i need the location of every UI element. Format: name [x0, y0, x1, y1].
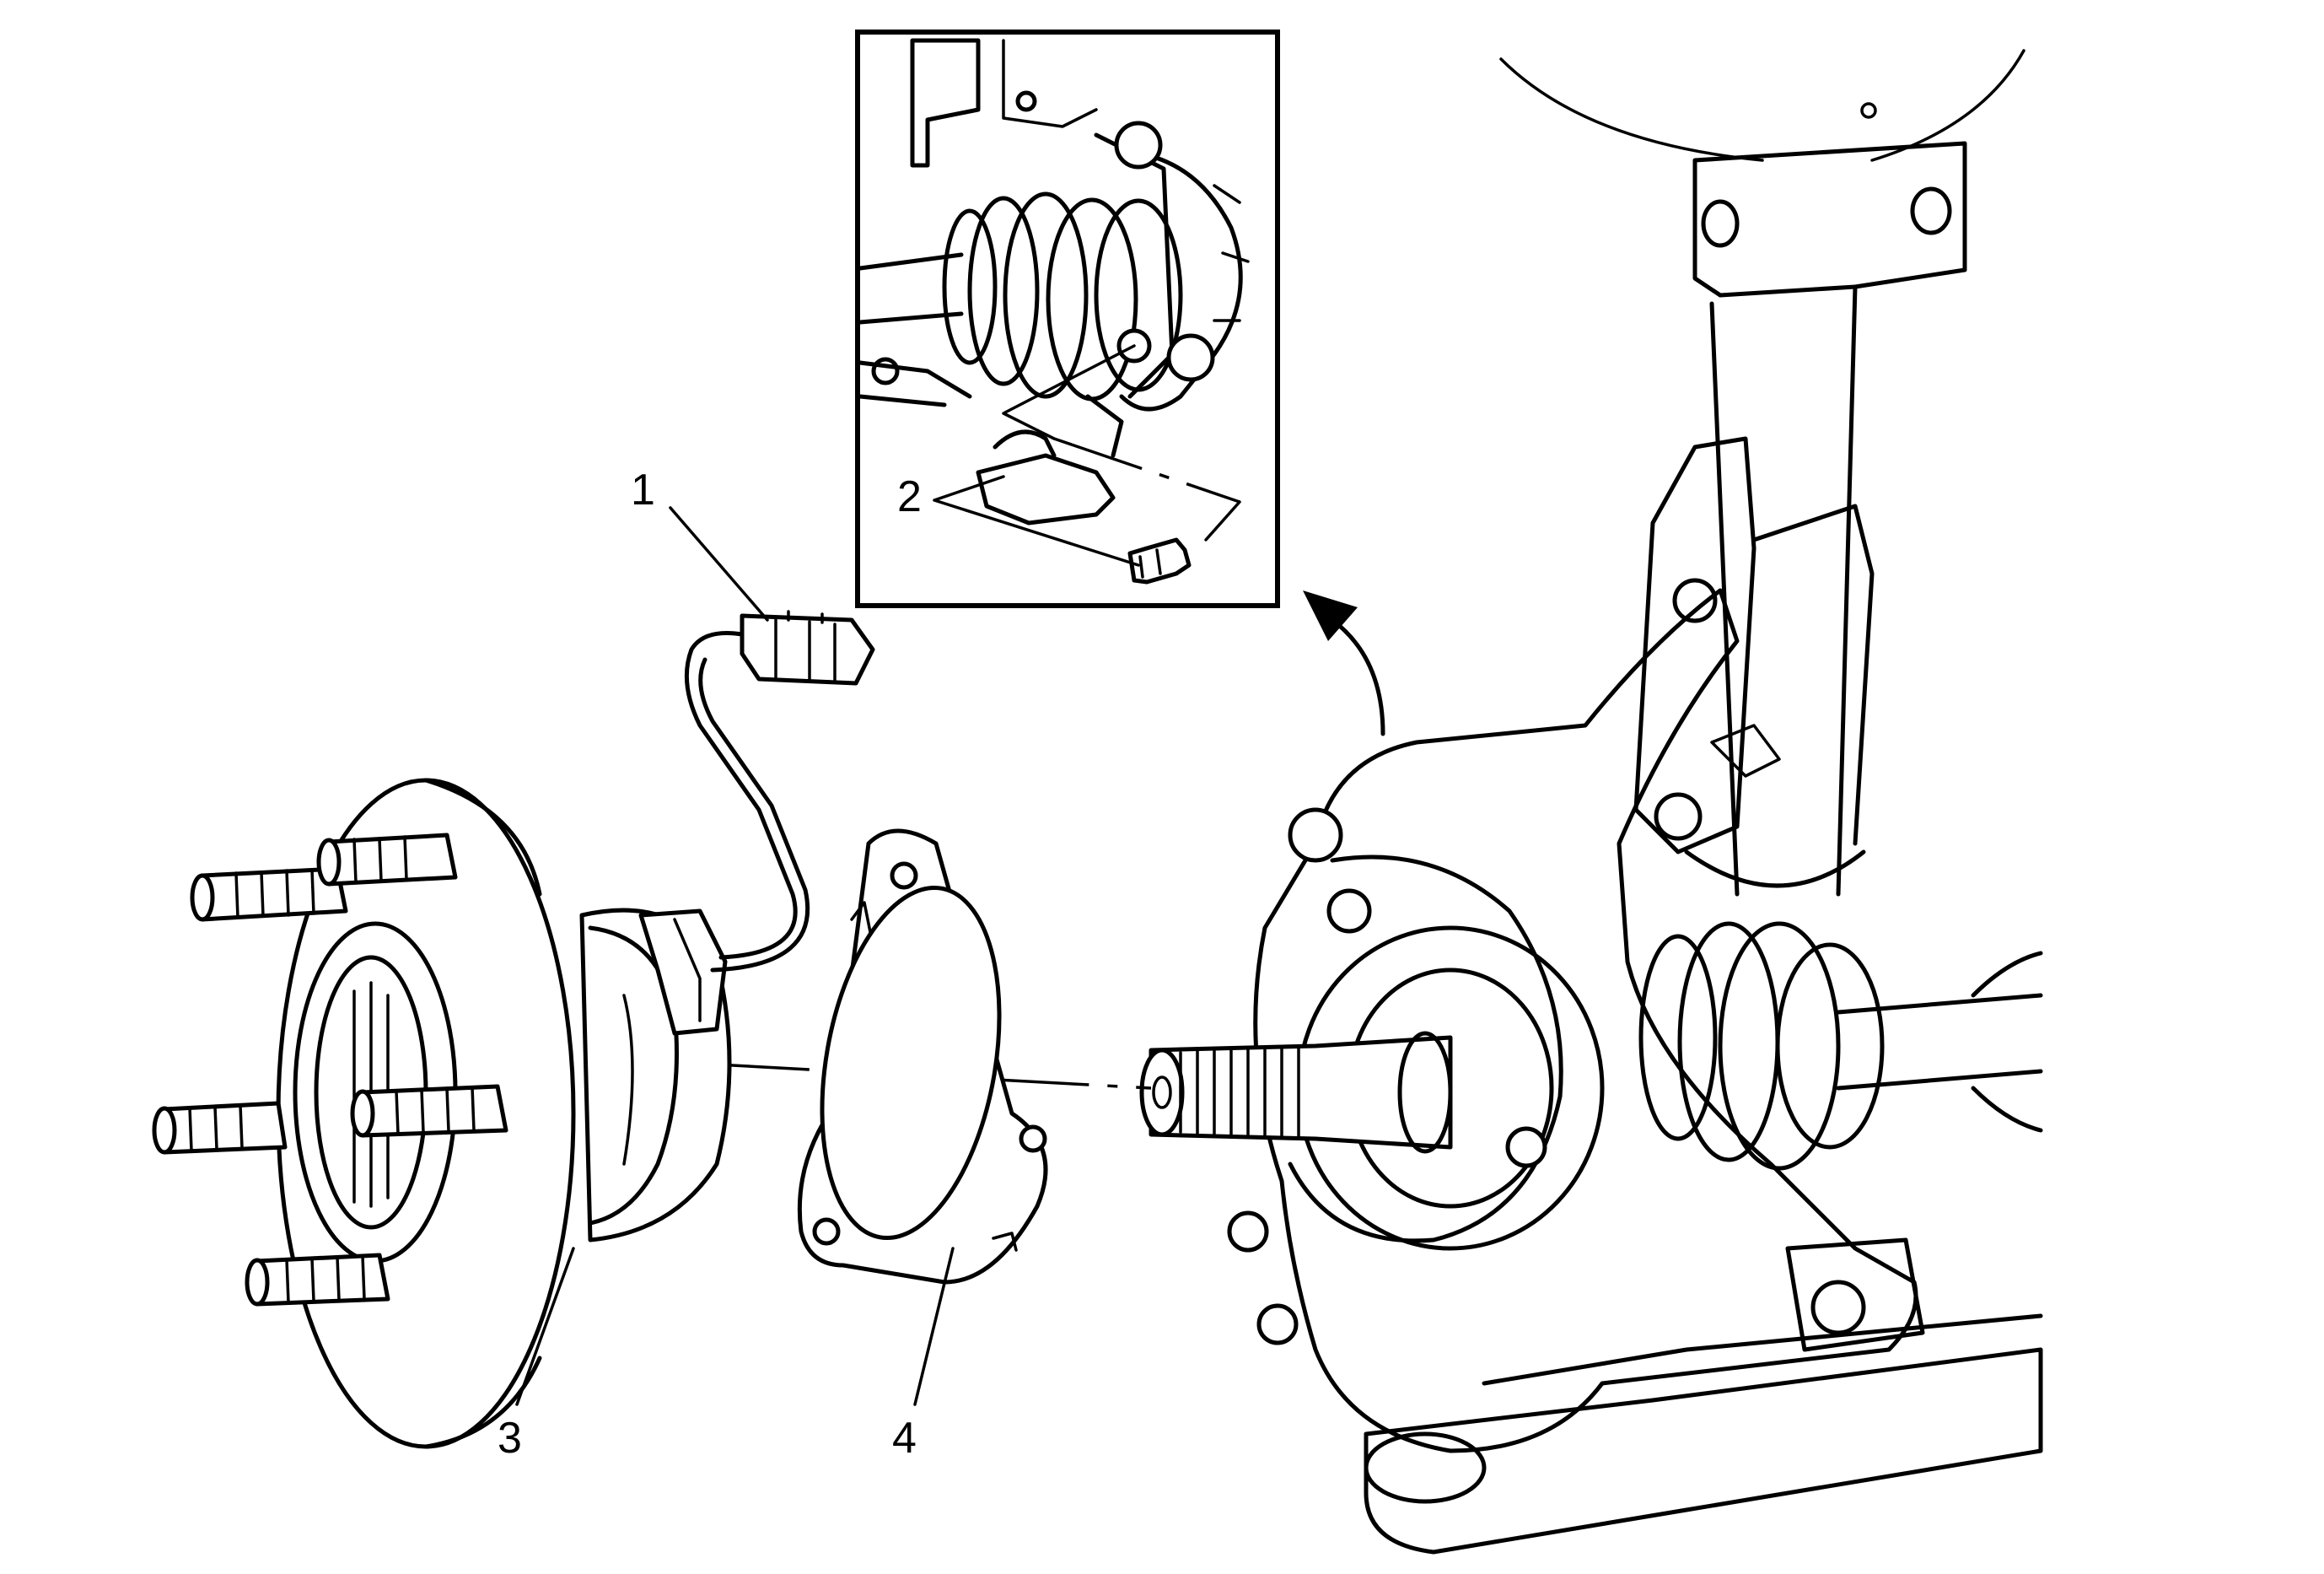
wheel-stud: [152, 1101, 288, 1155]
leader-line-1: [669, 506, 769, 622]
wheel-speed-sensor-connector: [684, 610, 875, 973]
wheel-stud: [316, 833, 458, 887]
leader-line-4: [913, 1247, 955, 1406]
spindle-shaft: [1139, 1031, 1453, 1154]
axle-shaft: [1638, 921, 2043, 1171]
callout-3: 3: [498, 1414, 522, 1463]
wheel-hub-bearing: [152, 778, 732, 1449]
callout-2: 2: [897, 472, 922, 521]
steering-knuckle: [1227, 49, 2043, 1555]
splash-shield: [797, 828, 1048, 1285]
leader-line-3: [515, 1247, 575, 1406]
callout-4: 4: [892, 1414, 917, 1463]
leader-line-2: [933, 475, 1140, 567]
wheel-stud: [245, 1253, 390, 1307]
callout-1: 1: [631, 466, 655, 515]
wheel-stud: [190, 866, 348, 922]
wheel-stud: [350, 1084, 508, 1138]
detail-arrow: [1303, 590, 1385, 736]
detail-inset: [855, 30, 1280, 608]
hub-bolt: [1127, 537, 1192, 585]
